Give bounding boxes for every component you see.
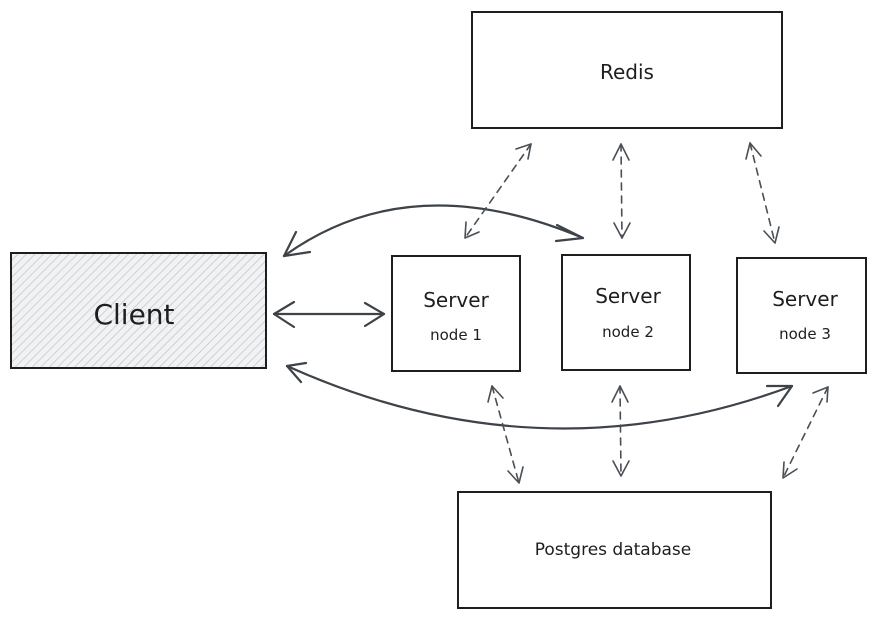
- client-server3-arrow: [285, 361, 794, 430]
- client-server2-arrow: [282, 204, 585, 258]
- server-node-2-title: Server: [595, 284, 661, 308]
- client-node: Client: [10, 252, 267, 369]
- redis-server2-dashed-arrow: [612, 143, 631, 239]
- server-node-1-subtitle: node 1: [430, 326, 482, 344]
- client-server1-arrow: [272, 300, 386, 329]
- server-node-2-subtitle: node 2: [602, 323, 654, 341]
- redis-label: Redis: [600, 60, 654, 84]
- server-node-1-box: [391, 255, 521, 372]
- server-node-3-box: [736, 257, 867, 374]
- server-node-3-subtitle: node 3: [779, 325, 831, 343]
- server2-postgres-dashed-arrow: [611, 385, 630, 477]
- redis-server3-dashed-arrow: [745, 142, 780, 244]
- postgres-box: [457, 491, 772, 609]
- server1-postgres-dashed-arrow: [487, 385, 524, 484]
- server-node-3-title: Server: [772, 287, 838, 311]
- server-node-2-box: [561, 254, 691, 371]
- postgres-label: Postgres database: [535, 540, 692, 560]
- postgres-node: Postgres database: [457, 491, 772, 609]
- redis-box: [471, 11, 783, 129]
- redis-node: Redis: [471, 11, 783, 129]
- server-node-3: Server node 3: [736, 257, 867, 374]
- client-box: [10, 252, 267, 369]
- server3-postgres-dashed-arrow: [782, 386, 829, 479]
- redis-server1-dashed-arrow: [464, 143, 532, 239]
- server-node-2: Server node 2: [561, 254, 691, 371]
- server-node-1-title: Server: [423, 288, 489, 312]
- client-label: Client: [93, 298, 174, 331]
- server-node-1: Server node 1: [391, 255, 521, 372]
